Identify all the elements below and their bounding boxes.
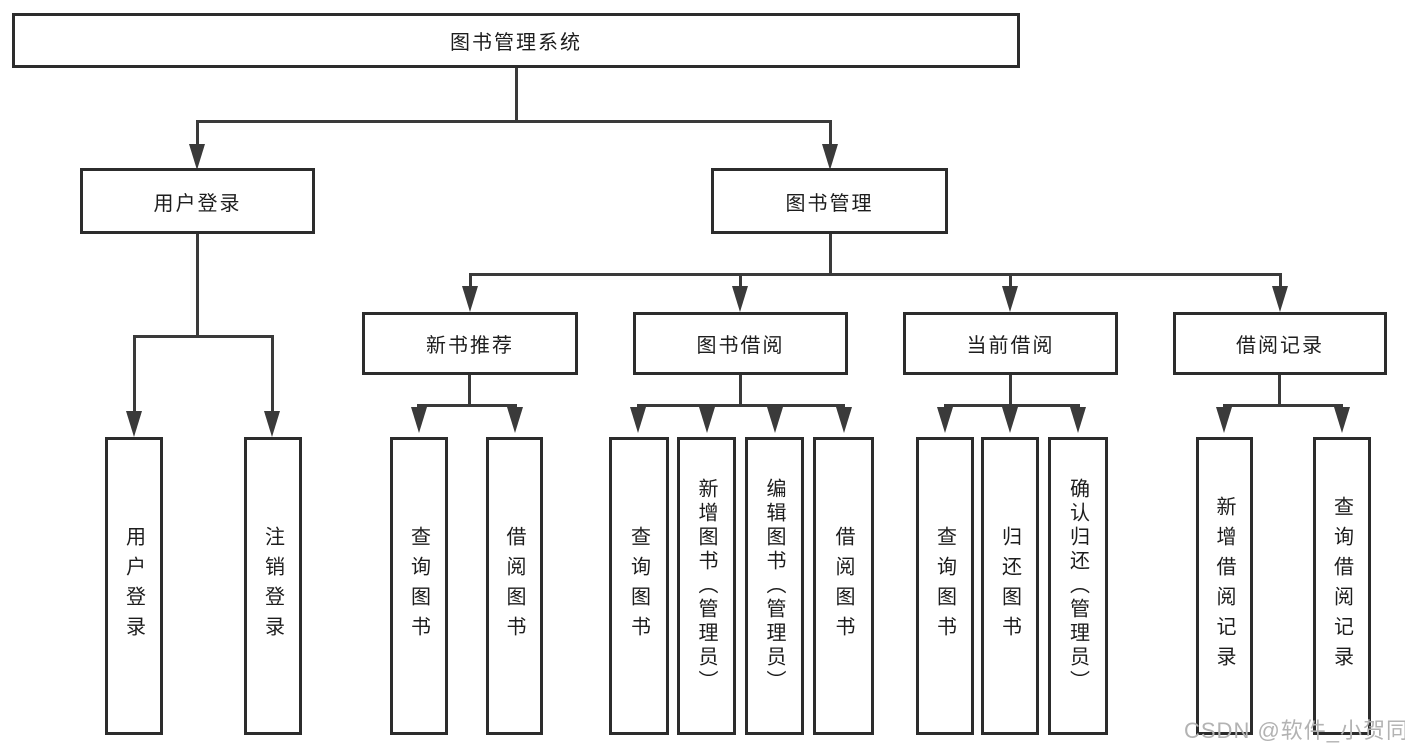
leaf-logout-label: 注销登录 <box>261 526 284 646</box>
arrow-to-logout-leaf <box>264 411 280 437</box>
node-root: 图书管理系统 <box>12 13 1020 68</box>
connector-stub-login-leaf <box>133 335 136 415</box>
arrow-to-new-book <box>462 286 478 312</box>
leaf-user-login: 用户登录 <box>105 437 163 735</box>
leaf-cb-confirm-return-admin-label: 确认归还（管理员） <box>1066 478 1089 694</box>
leaf-br-query-record: 查询借阅记录 <box>1313 437 1371 735</box>
leaf-bb-add-book-admin-label: 新增图书（管理员） <box>695 478 717 694</box>
leaf-bb-query-book: 查询图书 <box>609 437 669 735</box>
node-new-book-recommend-label: 新书推荐 <box>426 335 514 357</box>
arrow-to-nb-query <box>411 407 427 433</box>
leaf-nb-borrow-book: 借阅图书 <box>486 437 543 735</box>
leaf-nb-query-book: 查询图书 <box>390 437 448 735</box>
connector-stub-book-borrow <box>739 273 742 289</box>
node-user-login: 用户登录 <box>80 168 315 234</box>
connector-currentborrow-horizontal <box>944 404 1080 407</box>
arrow-to-bb-query <box>630 407 646 433</box>
connector-currentborrow-vertical <box>1009 374 1012 406</box>
node-book-management: 图书管理 <box>711 168 948 234</box>
arrow-to-br-query <box>1334 407 1350 433</box>
connector-bookmgmt-vertical <box>829 234 832 275</box>
csdn-watermark: CSDN @软件_小贺同学 <box>1184 718 1405 743</box>
node-user-login-label: 用户登录 <box>153 192 242 215</box>
arrow-to-book-borrow <box>732 286 748 312</box>
arrow-to-nb-borrow <box>507 407 523 433</box>
leaf-cb-query-book: 查询图书 <box>916 437 974 735</box>
node-borrow-record: 借阅记录 <box>1173 312 1387 375</box>
leaf-user-login-label: 用户登录 <box>122 526 145 646</box>
leaf-bb-edit-book-admin: 编辑图书（管理员） <box>745 437 804 735</box>
arrow-to-cb-query <box>937 407 953 433</box>
connector-newbook-horizontal <box>417 404 517 407</box>
connector-newbook-vertical <box>468 374 471 406</box>
leaf-cb-confirm-return-admin: 确认归还（管理员） <box>1048 437 1108 735</box>
connector-root-vertical <box>515 68 518 121</box>
node-book-management-label: 图书管理 <box>785 192 874 215</box>
leaf-bb-borrow-book-label: 借阅图书 <box>832 526 854 646</box>
leaf-cb-return-book: 归还图书 <box>981 437 1039 735</box>
connector-borrowrecord-vertical <box>1278 374 1281 406</box>
node-root-label: 图书管理系统 <box>450 32 582 54</box>
arrow-to-bb-edit <box>767 407 783 433</box>
arrow-to-login-leaf <box>126 411 142 437</box>
node-borrow-record-label: 借阅记录 <box>1236 335 1324 357</box>
connector-stub-logout-leaf <box>271 335 274 415</box>
node-book-borrow-label: 图书借阅 <box>696 335 785 357</box>
arrow-to-bb-borrow <box>836 407 852 433</box>
leaf-cb-return-book-label: 归还图书 <box>998 526 1021 646</box>
arrow-to-br-add <box>1216 407 1232 433</box>
leaf-bb-query-book-label: 查询图书 <box>627 526 650 646</box>
arrow-to-book-management <box>822 144 838 170</box>
leaf-br-query-record-label: 查询借阅记录 <box>1330 496 1353 676</box>
leaf-logout: 注销登录 <box>244 437 302 735</box>
connector-userlogin-horizontal <box>133 335 274 338</box>
connector-stub-user-login <box>196 120 199 150</box>
leaf-cb-query-book-label: 查询图书 <box>933 526 956 646</box>
connector-bookborrow-vertical <box>739 374 742 406</box>
connector-userlogin-vertical <box>196 234 199 337</box>
leaf-nb-query-book-label: 查询图书 <box>407 526 430 646</box>
leaf-br-add-record: 新增借阅记录 <box>1196 437 1253 735</box>
connector-bookmgmt-horizontal <box>469 273 1282 276</box>
node-current-borrow: 当前借阅 <box>903 312 1118 375</box>
arrow-to-cb-return <box>1002 407 1018 433</box>
arrow-to-user-login <box>189 144 205 170</box>
connector-borrowrecord-horizontal <box>1223 404 1343 407</box>
connector-stub-new-book <box>469 273 472 289</box>
connector-root-horizontal <box>196 120 832 123</box>
arrow-to-current-borrow <box>1002 286 1018 312</box>
arrow-to-cb-confirm <box>1070 407 1086 433</box>
leaf-bb-edit-book-admin-label: 编辑图书（管理员） <box>763 478 785 694</box>
leaf-bb-borrow-book: 借阅图书 <box>813 437 874 735</box>
node-new-book-recommend: 新书推荐 <box>362 312 578 375</box>
arrow-to-bb-add <box>699 407 715 433</box>
connector-stub-book-management <box>829 120 832 150</box>
leaf-br-add-record-label: 新增借阅记录 <box>1213 496 1235 676</box>
arrow-to-borrow-record <box>1272 286 1288 312</box>
connector-stub-current-borrow <box>1009 273 1012 289</box>
leaf-bb-add-book-admin: 新增图书（管理员） <box>677 437 736 735</box>
node-book-borrow: 图书借阅 <box>633 312 848 375</box>
connector-stub-borrow-record <box>1279 273 1282 289</box>
node-current-borrow-label: 当前借阅 <box>966 335 1055 357</box>
leaf-nb-borrow-book-label: 借阅图书 <box>503 526 525 646</box>
connector-bookborrow-horizontal <box>637 404 845 407</box>
